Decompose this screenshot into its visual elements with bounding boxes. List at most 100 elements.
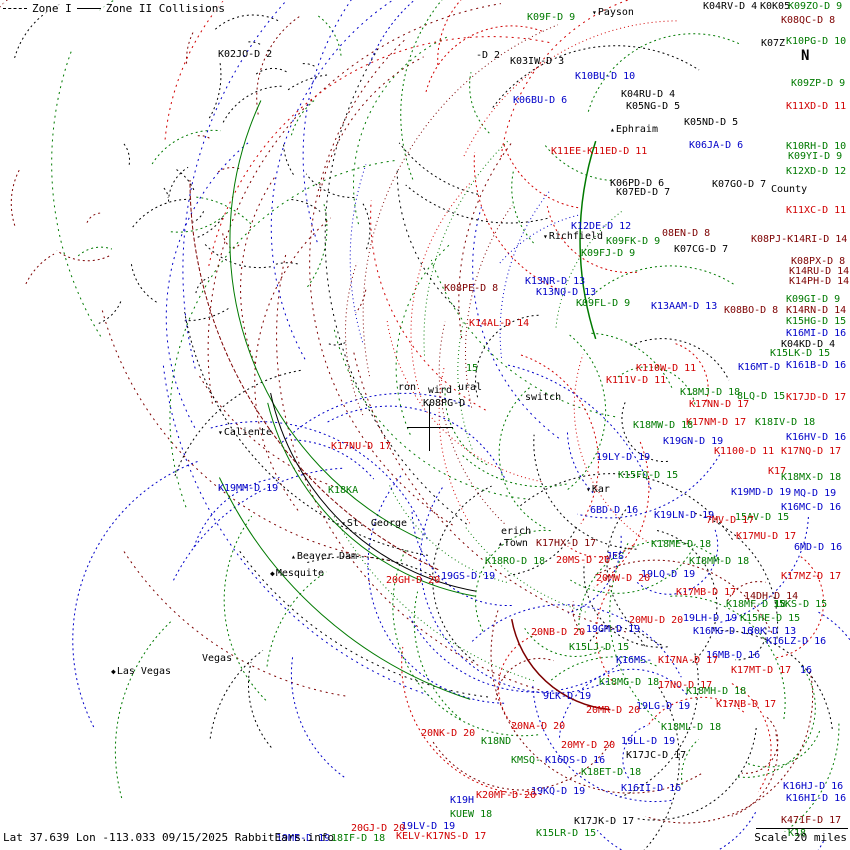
station-label: switch	[525, 392, 562, 403]
station-label: 20GJ-D 20	[351, 823, 406, 834]
station-label: K14RN-D 14	[786, 305, 847, 316]
legend-zone1-label: Zone I	[32, 2, 72, 15]
coverage-contour	[736, 665, 816, 778]
coverage-contour	[430, 259, 616, 418]
coverage-contour	[475, 314, 541, 398]
station-label: K09GI-D 9	[786, 294, 841, 305]
coverage-contour	[413, 591, 462, 720]
station-label: 19GM-D 19	[586, 624, 641, 635]
station-label: K12DE-D 12	[571, 221, 632, 232]
coverage-contour	[473, 151, 558, 290]
coverage-contour	[776, 556, 825, 659]
station-label: K14AL-D 14	[469, 318, 530, 329]
city-marker-icon: ▴	[291, 552, 296, 561]
station-label: K08PJ-K14RI-D 14	[751, 234, 848, 245]
station-label: 08EN-D 8	[662, 228, 711, 239]
coverage-contour	[231, 244, 240, 250]
city-label: ▾Payson	[592, 7, 634, 18]
station-label: K12XD-D 12	[786, 166, 847, 177]
city-label: ◆Mesquite	[270, 568, 324, 579]
coverage-contour	[438, 321, 505, 524]
city-label: ▾Richfield	[543, 231, 604, 242]
coverage-contour	[648, 696, 747, 725]
station-label: 20GH-D 20	[386, 575, 441, 586]
station-label: K04RU-D 4	[621, 89, 676, 100]
coverage-contour	[367, 473, 505, 704]
station-label: K11EE-K11ED-D 11	[551, 146, 648, 157]
compass-north-indicator: N	[801, 48, 810, 64]
station-label: K16HV-D 16	[786, 432, 847, 443]
coverage-contour	[392, 548, 539, 737]
city-label: ▾St. George	[341, 518, 408, 529]
scale-bar	[756, 828, 848, 829]
station-label: K1100-D 11	[714, 446, 775, 457]
coverage-contour	[533, 434, 637, 550]
coverage-contour	[681, 739, 699, 785]
coverage-contour	[499, 190, 551, 358]
station-label: 9LK-D 19	[543, 691, 592, 702]
station-label: K09F-D 9	[527, 12, 576, 23]
coverage-contour	[617, 366, 696, 406]
coverage-contour	[168, 166, 189, 202]
station-label: K04RV-D 4	[703, 1, 758, 12]
station-label: 14DH-D 14	[744, 591, 799, 602]
station-label: K161B-D 16	[786, 360, 847, 371]
station-label: 19ME-D 19	[276, 833, 331, 844]
zone2-solid-line-icon	[76, 8, 101, 9]
coverage-contour	[307, 556, 438, 579]
station-label: K07ED-D 7	[616, 187, 671, 198]
station-label: 30K-D 13	[748, 626, 797, 637]
coverage-contour	[362, 24, 559, 377]
station-label: K111V-D 11	[606, 375, 667, 386]
station-label: K10BU-D 10	[575, 71, 636, 82]
station-label: 16	[800, 665, 813, 676]
coverage-contour	[727, 581, 766, 602]
station-label: 8LQ-D 15	[737, 391, 786, 402]
station-label: K19H	[450, 795, 475, 806]
coverage-contour	[550, 656, 658, 681]
coverage-contour	[229, 100, 421, 540]
station-label: K16HI-D 16	[786, 793, 847, 804]
station-label: K15LK-D 15	[770, 348, 831, 359]
coverage-contour	[176, 169, 195, 191]
coverage-contour	[123, 143, 130, 168]
station-label: K15FQ-D 15	[618, 470, 679, 481]
station-label: K19MM-D 19	[218, 483, 279, 494]
station-label: K17NM-D 17	[686, 417, 747, 428]
coverage-contour	[587, 33, 741, 112]
station-label: KUEW 18	[450, 809, 493, 820]
station-label: K07CG-D 7	[674, 244, 729, 255]
coverage-contour	[101, 307, 391, 561]
coverage-contour	[645, 670, 814, 824]
coverage-contour	[635, 727, 757, 821]
station-label: K05NG-D 5	[626, 101, 681, 112]
coverage-contour	[579, 140, 597, 340]
coverage-contour	[195, 277, 210, 294]
station-label: K19LN-D 19	[654, 510, 715, 521]
coverage-contour	[463, 20, 680, 157]
coverage-contour	[14, 3, 60, 59]
coverage-contour	[593, 441, 650, 588]
coverage-contour	[218, 477, 471, 700]
station-label: K16MI-D 16	[786, 328, 847, 339]
city-marker-icon: ▾	[341, 519, 346, 528]
station-label: K17MU-D 17	[736, 531, 797, 542]
station-label: KELV-K17NS-D 17	[396, 831, 487, 842]
station-label: 18IF-D 18	[331, 833, 386, 844]
station-label: K07GO-D 7	[712, 179, 767, 190]
city-marker-icon: ▾	[586, 485, 591, 494]
station-label: K17NB-D 17	[716, 699, 777, 710]
coverage-contour	[182, 0, 288, 369]
station-label: K09FJ-D 9	[581, 248, 636, 259]
station-label: 15	[466, 363, 479, 374]
coverage-contour	[465, 527, 586, 613]
city-marker-icon: ▴	[498, 539, 503, 548]
station-label: 20NA-D 20	[511, 721, 566, 732]
station-label: K16MC-D 16	[781, 502, 842, 513]
coverage-contour	[498, 633, 541, 730]
coverage-contour	[716, 630, 833, 731]
coverage-contour	[214, 14, 281, 30]
coverage-contour	[305, 173, 355, 199]
